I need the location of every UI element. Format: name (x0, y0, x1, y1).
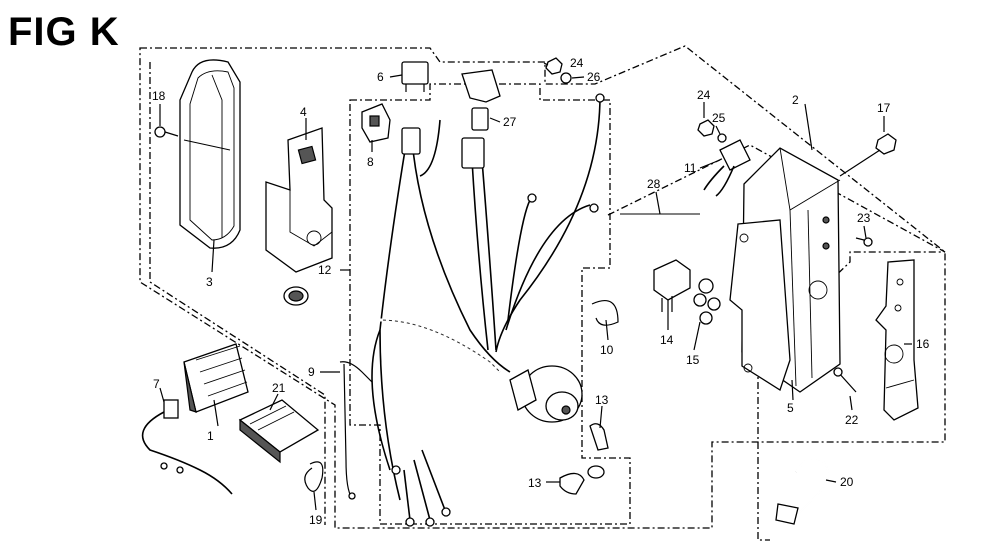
clip-part-19 (304, 461, 324, 492)
callout-22: 22 (845, 413, 859, 427)
callout-5: 5 (787, 401, 794, 415)
terminal-part-13a (589, 423, 609, 451)
callout-3: 3 (206, 275, 213, 289)
screw-part-22 (833, 367, 857, 393)
leader-lines (159, 62, 912, 511)
callout-7: 7 (153, 377, 160, 391)
clip-part-10 (591, 300, 619, 326)
callout-20: 20 (840, 475, 854, 489)
callout-15: 15 (686, 353, 700, 367)
callout-24a: 24 (570, 56, 584, 70)
cover-part-3 (179, 59, 241, 249)
callout-24b: 24 (697, 88, 711, 102)
grommet (283, 286, 309, 306)
terminal-part-13b (559, 465, 605, 495)
lamp-part-11 (703, 139, 751, 197)
callout-14: 14 (660, 333, 674, 347)
callout-17: 17 (877, 101, 891, 115)
callout-19: 19 (309, 513, 323, 527)
harness-group-outline (349, 83, 631, 525)
callout-8: 8 (367, 155, 374, 169)
switch-part-15 (693, 278, 721, 325)
tape-part-21 (238, 399, 320, 464)
callout-12: 12 (318, 263, 332, 277)
callout-11: 11 (684, 161, 697, 175)
screw-part-23 (855, 237, 873, 247)
left-sub-outline (149, 62, 326, 525)
figure-title: FIG K (8, 10, 120, 54)
wire-harness-part-12 (371, 93, 605, 527)
outer-group-outline (139, 45, 946, 529)
callout-27: 27 (503, 115, 517, 129)
washer-part-26 (560, 72, 572, 84)
relay-part-6 (401, 61, 429, 92)
bolt-part-17 (839, 133, 897, 177)
band-part-20 (775, 457, 829, 525)
callout-13b: 13 (528, 476, 542, 490)
callout-13a: 13 (595, 393, 609, 407)
bracket-part-4 (265, 127, 333, 273)
connector-part-7 (141, 399, 233, 495)
callout-25: 25 (712, 111, 726, 125)
callout-labels: 1 2 3 4 5 6 7 8 9 10 11 12 13 13 14 15 1… (152, 56, 930, 527)
callout-10: 10 (600, 343, 614, 357)
nut-part-24a (545, 57, 563, 75)
connector-part-8 (361, 103, 391, 143)
callout-1: 1 (207, 429, 214, 443)
callout-16: 16 (916, 337, 930, 351)
key-switch (509, 365, 583, 423)
callout-21: 21 (272, 381, 286, 395)
callout-23: 23 (857, 211, 871, 225)
switch-part-14 (653, 259, 691, 312)
panel-part-5 (729, 219, 791, 391)
callout-28: 28 (647, 177, 661, 191)
callout-26: 26 (587, 70, 601, 84)
regulator-part-1 (183, 343, 249, 413)
plate-part-16 (875, 259, 919, 421)
callout-6: 6 (377, 70, 384, 84)
nut-part-24b (697, 119, 715, 137)
callout-4: 4 (300, 105, 307, 119)
screw-part-18 (154, 126, 179, 138)
callout-9: 9 (308, 365, 315, 379)
callout-18: 18 (152, 89, 166, 103)
rod-part-9 (339, 361, 373, 500)
washer-part-25 (717, 133, 727, 143)
callout-2: 2 (792, 93, 799, 107)
fuse-part-27 (461, 69, 501, 131)
